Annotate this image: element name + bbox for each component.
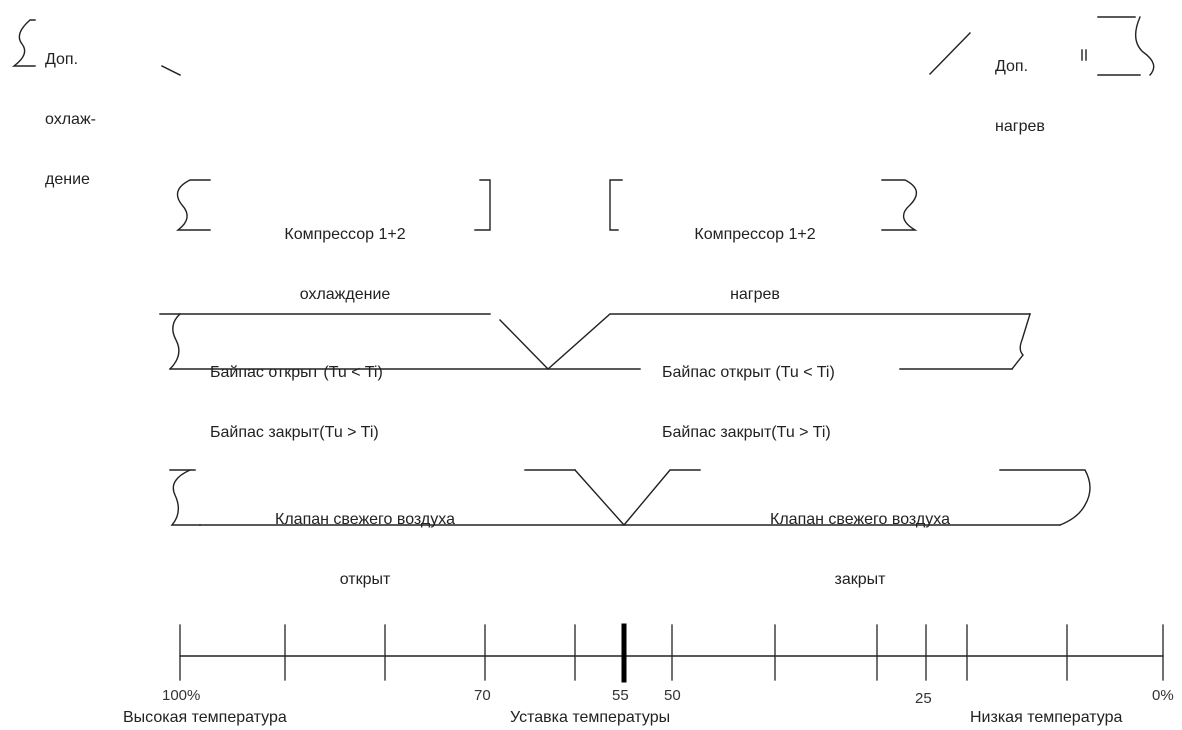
tick-label-50: 50: [664, 687, 681, 704]
aux-cooling-label: Доп. охлаж- дение: [45, 10, 155, 230]
compressor-cooling-line1: Компрессор 1+2: [284, 226, 406, 243]
aux-cooling-bracket: [11, 19, 36, 67]
bypass-v: [499, 313, 1031, 370]
compressor-cooling-left-bracket: [175, 179, 211, 231]
compressor-heating-left-bracket: [609, 179, 623, 231]
bypass-right-line1: Байпас открыт (Tu < Ti): [662, 364, 835, 381]
aux-cooling-line1: Доп.: [45, 51, 79, 68]
aux-cooling-ramp: [161, 65, 181, 76]
setpoint-label: Уставка температуры: [510, 709, 671, 726]
compressor-cooling-line2: охлаждение: [299, 286, 391, 303]
freshair-left-label: Клапан свежего воздуха открыт: [215, 470, 515, 630]
freshair-right-line1: Клапан свежего воздуха: [770, 511, 950, 528]
aux-heating-line2: нагрев: [995, 118, 1045, 135]
tick-label-70: 70: [474, 687, 491, 704]
tick-label-25: 25: [915, 690, 932, 707]
tick-label-100: 100%: [162, 687, 201, 704]
compressor-heating-label: Компрессор 1+2 нагрев: [640, 185, 870, 345]
freshair-left-line1: Клапан свежего воздуха: [275, 511, 455, 528]
freshair-left-line2: открыт: [339, 571, 391, 588]
bypass-right-bracket: [1011, 313, 1031, 370]
bypass-left-line2: Байпас закрыт(Tu > Ti): [210, 424, 379, 441]
freshair-v: [574, 469, 701, 527]
aux-heating-label: Доп. нагрев: [995, 17, 1085, 177]
tick-label-0: 0%: [1152, 687, 1174, 704]
freshair-left-bracket: [170, 469, 201, 526]
high-temperature-label: Высокая температура: [123, 709, 287, 726]
aux-heating-line1: Доп.: [995, 58, 1029, 75]
aux-heating-bracket: [1135, 16, 1155, 76]
freshair-right-bracket: [999, 469, 1091, 526]
freshair-right-label: Клапан свежего воздуха закрыт: [710, 470, 1010, 630]
bypass-left-label: Байпас открыт (Tu < Ti) Байпас закрыт(Tu…: [210, 323, 490, 483]
compressor-cooling-label: Компрессор 1+2 охлаждение: [230, 185, 460, 345]
freshair-right-line2: закрыт: [834, 571, 886, 588]
compressor-heating-line2: нагрев: [730, 286, 780, 303]
bypass-left-bracket: [169, 313, 181, 370]
compressor-cooling-right-bracket: [474, 179, 491, 231]
aux-cooling-line3: дение: [45, 171, 90, 188]
compressor-heating-right-bracket: [881, 179, 918, 231]
low-temperature-label: Низкая температура: [970, 709, 1123, 726]
bypass-right-label: Байпас открыт (Tu < Ti) Байпас закрыт(Tu…: [662, 323, 942, 483]
aux-heating-ramp: [929, 32, 971, 75]
aux-cooling-line2: охлаж-: [45, 111, 96, 128]
bypass-right-line2: Байпас закрыт(Tu > Ti): [662, 424, 831, 441]
compressor-heating-line1: Компрессор 1+2: [694, 226, 816, 243]
tick-label-55: 55: [612, 687, 629, 704]
aux-heating-mark: [1081, 49, 1087, 61]
bypass-left-line1: Байпас открыт (Tu < Ti): [210, 364, 383, 381]
